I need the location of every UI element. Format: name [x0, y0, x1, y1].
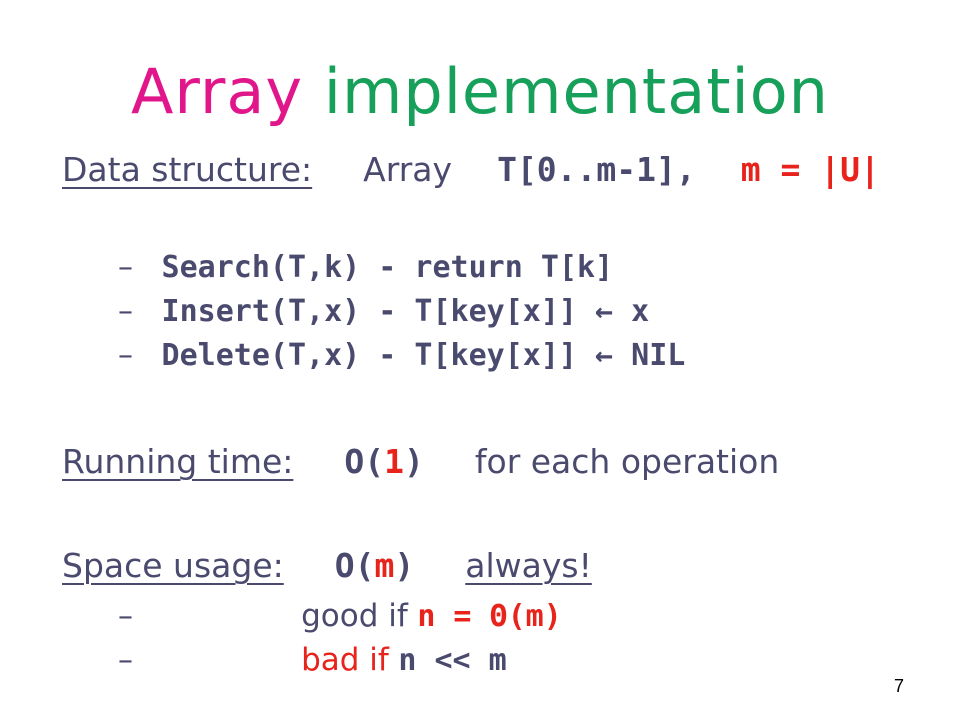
- bullet-dash: –: [118, 250, 133, 285]
- title-word-implementation: implementation: [323, 55, 829, 128]
- running-time-arg: 1: [384, 442, 405, 481]
- slide-title: Array implementation: [0, 52, 960, 132]
- running-time-close: ): [404, 442, 424, 481]
- page-number: 7: [893, 676, 904, 696]
- case-good-expr: n = Θ(m): [417, 599, 562, 634]
- case-bad-expr: n << m: [398, 643, 507, 678]
- space-usage-text: always!: [465, 546, 592, 585]
- data-structure-line: Data structure: Array T[0..m-1], m = |U|: [62, 150, 880, 189]
- bullet-dash: –: [118, 338, 133, 373]
- title-word-array: Array: [131, 55, 304, 128]
- operation-insert-text: Insert(T,x) - T[key[x]] ← x: [161, 294, 650, 329]
- running-time-text: for each operation: [474, 442, 780, 481]
- operation-search: – Search(T,k) - return T[k]: [118, 250, 613, 285]
- bullet-dash: –: [118, 643, 133, 678]
- case-bad: – bad if n << m: [118, 642, 507, 678]
- space-usage-big-o: O(: [334, 546, 375, 585]
- bullet-dash: –: [118, 599, 133, 634]
- operation-insert: – Insert(T,x) - T[key[x]] ← x: [118, 294, 649, 329]
- case-bad-word: bad if: [301, 642, 389, 678]
- bullet-dash: –: [118, 294, 133, 329]
- operation-search-text: Search(T,k) - return T[k]: [161, 250, 614, 285]
- operation-delete-text: Delete(T,x) - T[key[x]] ← NIL: [161, 338, 686, 373]
- space-usage-label: Space usage:: [62, 546, 284, 585]
- data-structure-label: Data structure:: [62, 150, 313, 189]
- running-time-big-o: O(: [344, 442, 385, 481]
- running-time-line: Running time: O(1) for each operation: [62, 442, 779, 481]
- case-good-word: good if: [301, 598, 408, 634]
- data-structure-universe: m = |U|: [740, 150, 880, 189]
- data-structure-text: Array: [363, 150, 453, 189]
- data-structure-code: T[0..m-1],: [497, 150, 696, 189]
- space-usage-arg: m: [374, 546, 395, 585]
- space-usage-line: Space usage: O(m) always!: [62, 546, 592, 585]
- running-time-label: Running time:: [62, 442, 294, 481]
- space-usage-close: ): [394, 546, 415, 585]
- operation-delete: – Delete(T,x) - T[key[x]] ← NIL: [118, 338, 685, 373]
- case-good: – good if n = Θ(m): [118, 598, 562, 634]
